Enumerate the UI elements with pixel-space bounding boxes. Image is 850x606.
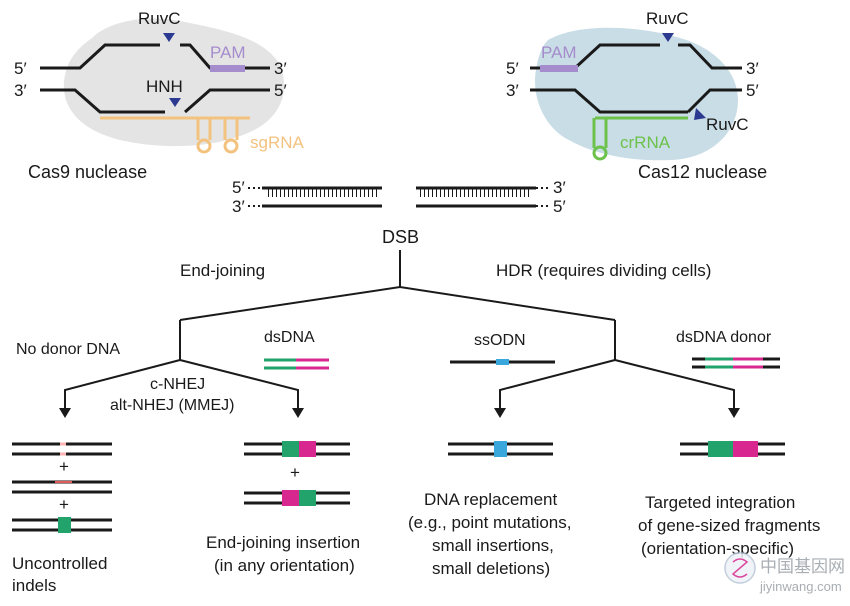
hnh-cut-marker xyxy=(169,98,181,107)
no-donor-label: No donor DNA xyxy=(16,341,120,358)
dsdna-donor-label: dsDNA donor xyxy=(676,329,772,346)
cas12-protein-blob xyxy=(535,27,738,161)
watermark: 中国基因网 jiyinwang.com xyxy=(724,552,845,594)
ssodn-glyph xyxy=(450,359,555,365)
rep-caption-3: small insertions, xyxy=(432,536,554,555)
outcome-targeted-integration xyxy=(680,441,785,457)
crrna-label: crRNA xyxy=(620,133,671,152)
ti-caption-1: Targeted integration xyxy=(645,493,795,512)
dsb-left-end xyxy=(248,186,382,208)
cas12-three-prime-top: 3′ xyxy=(746,59,759,78)
cas9-three-prime-top: 3′ xyxy=(274,59,287,78)
watermark-cn: 中国基因网 xyxy=(760,557,845,576)
outcome-dna-replacement xyxy=(448,441,553,457)
arrowheads xyxy=(59,408,740,418)
sgrna-label: sgRNA xyxy=(250,133,305,152)
cas12-ruvc-bottom-label: RuvC xyxy=(706,115,749,134)
dsdna-donor-glyph xyxy=(264,358,329,370)
cas9-pam-bar xyxy=(210,65,245,72)
ti-caption-3: (orientation-specific) xyxy=(641,539,794,558)
ej-caption-2: (in any orientation) xyxy=(214,556,355,575)
dsb-right-end xyxy=(416,186,550,208)
dsb-label: DSB xyxy=(382,227,419,247)
hdr-label: HDR (requires dividing cells) xyxy=(496,261,711,280)
c-nhej-label: c-NHEJ xyxy=(150,376,205,393)
rep-caption-1: DNA replacement xyxy=(424,490,558,509)
cas12-strand-bottom xyxy=(530,88,742,114)
dsb-left-five-prime: 5′ xyxy=(232,178,245,197)
dsb-ends: 5′ 3′ 3′ 5′ DSB xyxy=(232,178,566,247)
ssodn-label: ssODN xyxy=(474,332,526,349)
cas12-ruvc-top-label: RuvC xyxy=(646,9,689,28)
ti-caption-2: of gene-sized fragments xyxy=(638,516,820,535)
ruvc-cut-marker-cas9 xyxy=(163,33,175,42)
cas12-five-prime-bottom: 5′ xyxy=(746,81,759,100)
rep-caption-4: small deletions) xyxy=(432,559,550,578)
dsdna-donor-hdr-glyph xyxy=(692,357,780,369)
watermark-url: jiyinwang.com xyxy=(759,579,842,594)
cas9-five-prime-bottom: 5′ xyxy=(274,81,287,100)
ej-plus: + xyxy=(290,463,300,482)
sgrna-guide xyxy=(100,116,250,154)
indels-plus-2: + xyxy=(59,495,69,514)
dsdna-label: dsDNA xyxy=(264,329,315,346)
cas9-pam-label: PAM xyxy=(210,43,246,62)
cas9-strand-bottom xyxy=(40,88,270,114)
dsb-right-five-prime: 5′ xyxy=(553,197,566,216)
cas12-five-prime-top: 5′ xyxy=(506,59,519,78)
cas12-three-prime-bottom: 3′ xyxy=(506,81,519,100)
cas12-pam-bar xyxy=(540,65,578,72)
pathway-tree xyxy=(64,250,735,410)
cas9-five-prime-top: 5′ xyxy=(14,59,27,78)
indels-plus-1: + xyxy=(59,457,69,476)
indels-caption-1: Uncontrolled xyxy=(12,554,107,573)
cas12-pam-label: PAM xyxy=(541,43,577,62)
rep-caption-2: (e.g., point mutations, xyxy=(408,513,571,532)
cas9-title: Cas9 nuclease xyxy=(28,162,147,182)
cas12-panel: RuvC PAM RuvC crRNA 5′ 3′ 3′ 5′ Cas12 nu… xyxy=(506,9,767,182)
crrna-guide xyxy=(592,116,688,161)
ej-caption-1: End-joining insertion xyxy=(206,533,360,552)
dsb-left-three-prime: 3′ xyxy=(232,197,245,216)
hnh-label: HNH xyxy=(146,77,183,96)
outcome-indels xyxy=(12,442,112,533)
dsb-right-three-prime: 3′ xyxy=(553,178,566,197)
cas9-three-prime-bottom: 3′ xyxy=(14,81,27,100)
cas9-panel: RuvC PAM HNH sgRNA 5′ 3′ 3′ 5′ Cas9 nucl… xyxy=(14,9,305,182)
cas9-ruvc-label: RuvC xyxy=(138,9,181,28)
end-joining-label: End-joining xyxy=(180,261,265,280)
alt-nhej-label: alt-NHEJ (MMEJ) xyxy=(110,397,234,414)
ruvc-cut-marker-top xyxy=(662,33,674,42)
cas9-protein-blob xyxy=(63,18,285,147)
cas12-title: Cas12 nuclease xyxy=(638,162,767,182)
outcome-end-joining-insertion xyxy=(244,441,350,506)
indels-caption-2: indels xyxy=(12,576,56,595)
ruvc-cut-marker-bottom xyxy=(694,108,706,120)
